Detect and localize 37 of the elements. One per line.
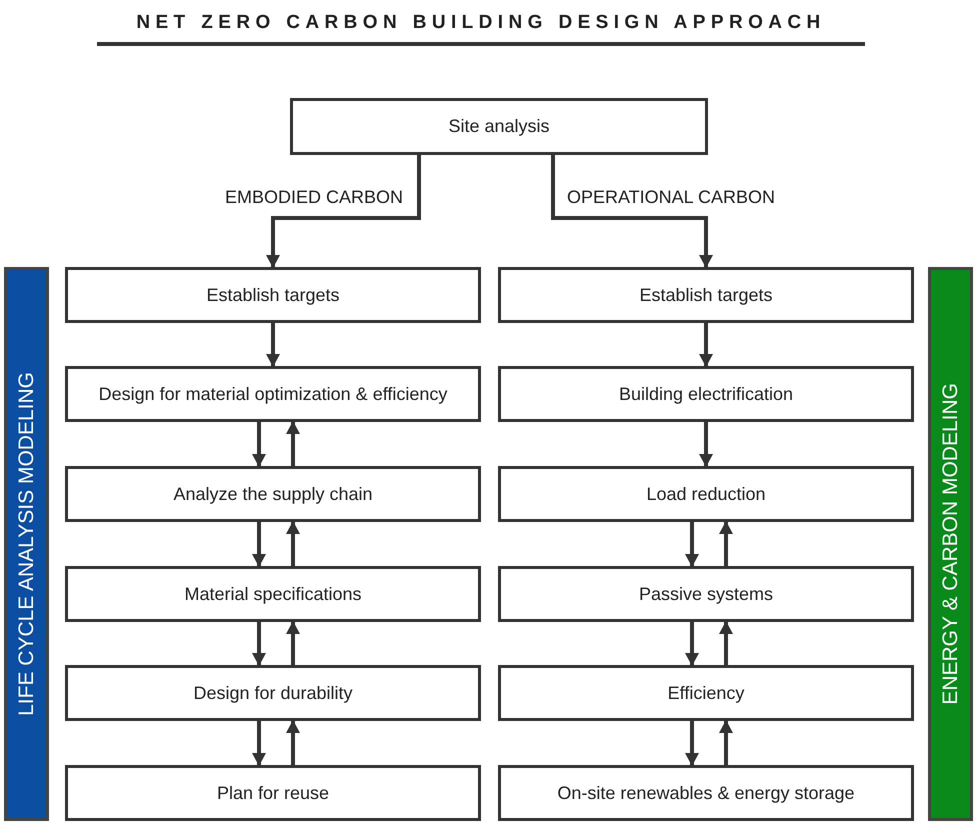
arrow — [719, 521, 733, 566]
diagram-title: NET ZERO CARBON BUILDING DESIGN APPROACH — [97, 12, 865, 46]
process-box: Establish targets — [498, 267, 914, 323]
arrow — [286, 720, 300, 765]
arrow — [286, 521, 300, 566]
process-box: Efficiency — [498, 665, 914, 721]
process-box: Design for material optimization & efficiency — [65, 366, 481, 422]
arrow — [719, 621, 733, 665]
arrow — [286, 421, 300, 466]
arrow — [685, 721, 699, 766]
arrow — [551, 155, 713, 268]
process-box: On-site renewables & energy storage — [498, 765, 914, 821]
modeling-side-band — [928, 267, 973, 821]
process-box: Passive systems — [498, 566, 914, 622]
process-box: Building electrification — [498, 366, 914, 422]
process-box: Load reduction — [498, 466, 914, 522]
band-label: ENERGY & CARBON MODELING — [938, 383, 962, 705]
arrow — [286, 621, 300, 665]
arrow — [252, 522, 266, 567]
arrow — [266, 155, 421, 268]
process-box: Site analysis — [290, 98, 708, 155]
process-box: Design for durability — [65, 665, 481, 721]
arrow — [252, 622, 266, 666]
band-label: LIFE CYCLE ANALYSIS MODELING — [14, 372, 38, 716]
process-box: Material specifications — [65, 566, 481, 622]
arrow — [685, 522, 699, 567]
process-box: Establish targets — [65, 267, 481, 323]
arrow — [266, 323, 280, 367]
process-box: Plan for reuse — [65, 765, 481, 821]
arrow — [699, 323, 713, 367]
arrow — [252, 422, 266, 467]
arrow — [699, 422, 713, 467]
arrow — [685, 622, 699, 666]
process-box: Analyze the supply chain — [65, 466, 481, 522]
modeling-side-band — [4, 267, 49, 821]
arrow — [252, 721, 266, 766]
arrow — [719, 720, 733, 765]
